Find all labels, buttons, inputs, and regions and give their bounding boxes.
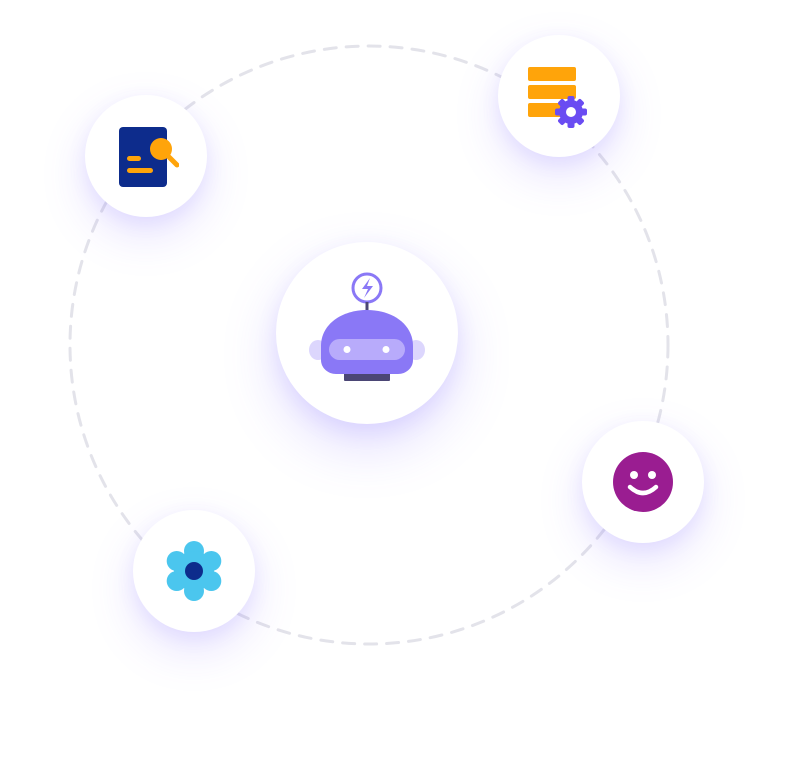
document-search-node xyxy=(85,95,207,217)
gear-node xyxy=(133,510,255,632)
server-settings-icon xyxy=(528,67,587,128)
smiley-face-icon xyxy=(613,452,673,512)
robot-bot-icon xyxy=(309,272,425,381)
robot-hub-node xyxy=(276,242,458,424)
gear-icon xyxy=(166,541,222,601)
smiley-node xyxy=(582,421,704,543)
document-search-icon xyxy=(119,127,179,187)
server-settings-node xyxy=(498,35,620,157)
settings-gear-icon xyxy=(555,96,587,128)
